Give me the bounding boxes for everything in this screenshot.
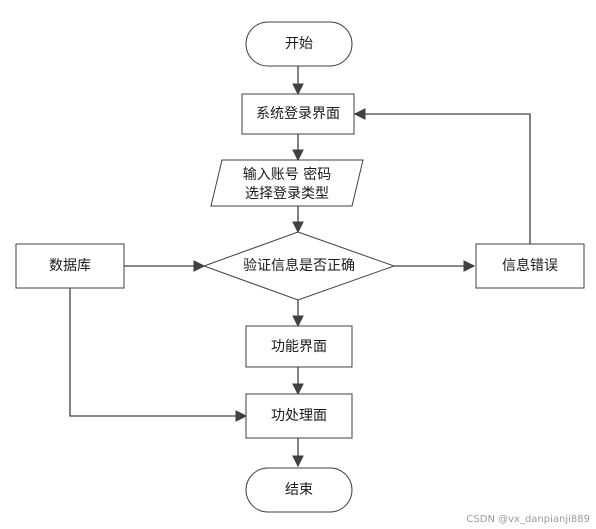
node-login: 系统登录界面	[241, 93, 355, 135]
node-end-label: 结束	[285, 482, 313, 498]
process-shape	[15, 243, 125, 289]
io-shape	[210, 159, 364, 207]
node-input-line-2: 选择登录类型	[245, 186, 329, 202]
process-shape	[245, 325, 353, 368]
node-verify-label: 验证信息是否正确	[243, 257, 355, 274]
node-function-label: 功能界面	[271, 339, 327, 355]
node-start-label: 开始	[285, 36, 313, 52]
edge-database-handle	[69, 288, 248, 422]
node-error: 信息错误	[475, 243, 585, 289]
node-error-label: 信息错误	[502, 257, 558, 274]
process-shape	[475, 243, 585, 289]
node-start: 开始	[245, 21, 353, 67]
node-end: 结束	[245, 467, 353, 513]
edge-error-login	[353, 108, 531, 244]
terminal-shape	[245, 21, 353, 67]
node-verify: 验证信息是否正确	[202, 231, 396, 301]
node-input-line-1: 输入账号 密码	[243, 166, 331, 183]
node-database-label: 数据库	[49, 258, 91, 274]
node-handle-label: 功处理面	[271, 408, 327, 424]
terminal-shape	[245, 467, 353, 513]
node-handle: 功处理面	[245, 393, 353, 439]
watermark: CSDN @vx_danpianji889	[466, 514, 590, 525]
node-login-label: 系统登录界面	[256, 106, 340, 122]
node-database: 数据库	[15, 243, 125, 289]
decision-shape	[202, 231, 396, 301]
node-function: 功能界面	[245, 325, 353, 368]
process-shape	[245, 393, 353, 439]
node-input: 输入账号 密码 选择登录类型	[210, 159, 364, 207]
process-shape	[241, 93, 355, 135]
